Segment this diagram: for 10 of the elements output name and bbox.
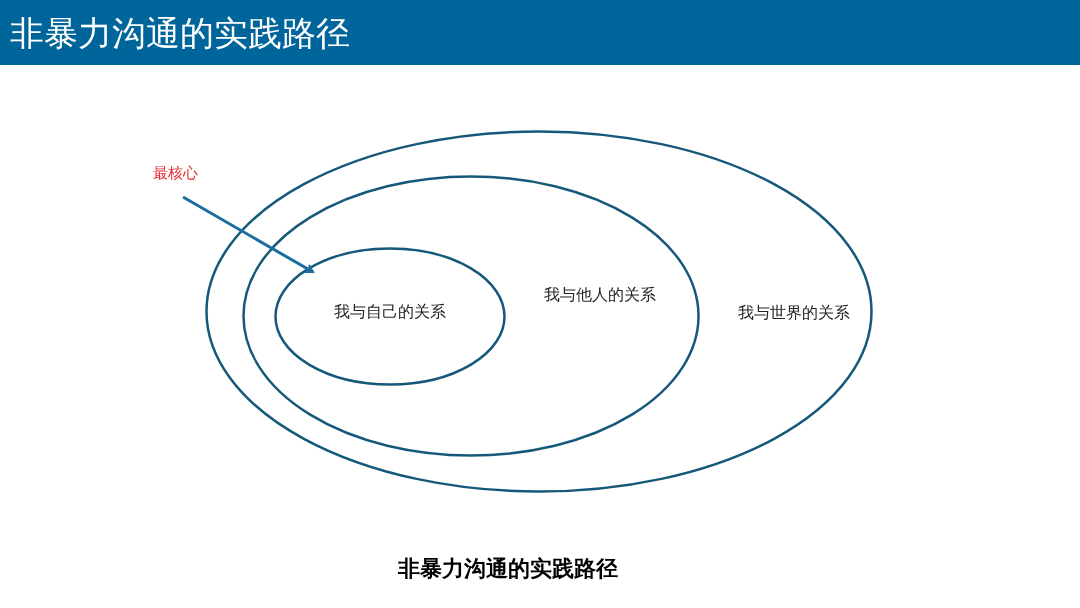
region-label: 我与自己的关系 — [334, 301, 446, 323]
region-label: 我与他人的关系 — [544, 284, 656, 306]
page-title: 非暴力沟通的实践路径 — [10, 15, 350, 50]
callout-text: 最核心 — [140, 162, 210, 184]
region-label: 我与世界的关系 — [738, 302, 850, 324]
ellipse-region — [274, 247, 506, 386]
ellipse-region — [242, 175, 700, 457]
caption: 非暴力沟通的实践路径 — [396, 555, 619, 583]
arrow — [182, 195, 314, 274]
ellipse-region — [205, 130, 873, 493]
